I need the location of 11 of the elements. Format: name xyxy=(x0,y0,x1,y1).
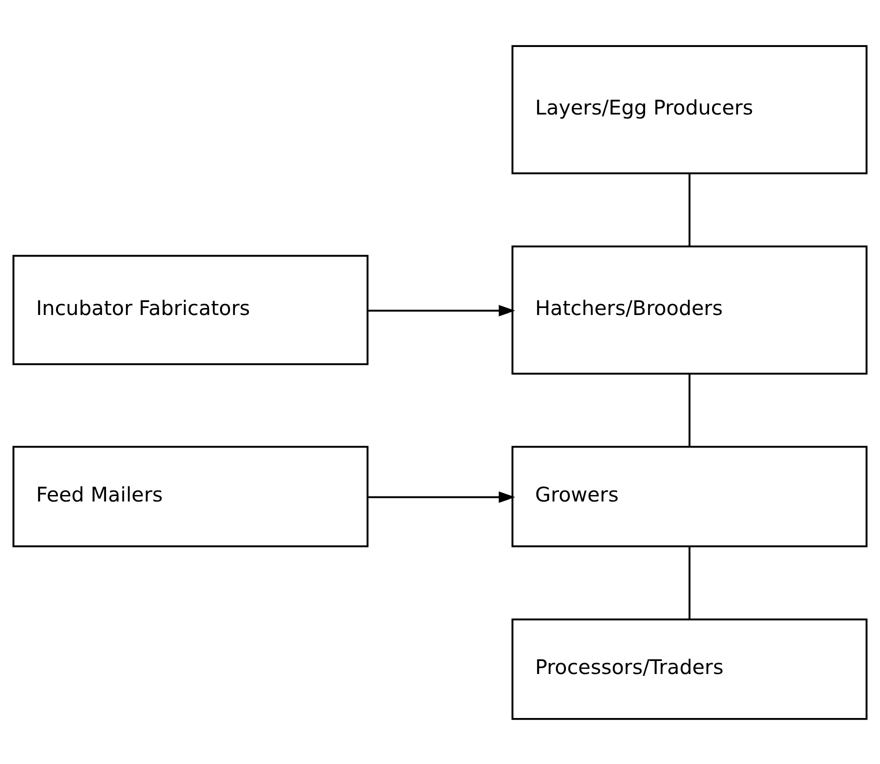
connector xyxy=(688,373,690,446)
node-box: Layers/Egg Producers xyxy=(512,44,868,174)
node-box: Processors/Traders xyxy=(512,618,868,720)
arrow xyxy=(368,490,516,502)
connector xyxy=(688,173,690,246)
connector xyxy=(688,546,690,619)
node-box: Feed Mailers xyxy=(12,445,368,547)
node-box: Incubator Fabricators xyxy=(12,254,368,365)
node-box: Growers xyxy=(512,445,868,547)
arrow xyxy=(368,304,516,316)
node-box: Hatchers/Brooders xyxy=(512,244,868,374)
